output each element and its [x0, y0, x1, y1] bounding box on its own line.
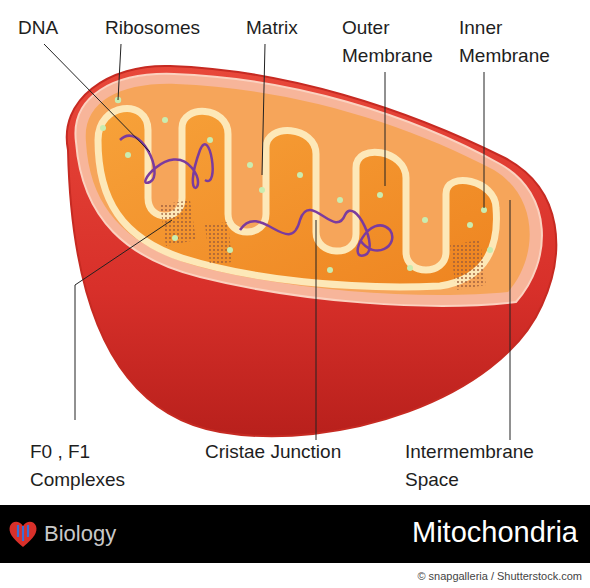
inner-membrane — [98, 108, 496, 286]
diagram-title: Mitochondria — [412, 516, 578, 549]
heart-icon — [6, 517, 40, 551]
footer-band: Biology Mitochondria — [0, 505, 590, 563]
part-label: Inner Membrane — [459, 14, 579, 70]
subject-label: Biology — [44, 521, 116, 547]
leader-lines — [44, 44, 510, 440]
ribosomes — [100, 97, 493, 273]
part-label: Intermembrane Space — [405, 438, 577, 494]
outer-body — [67, 66, 557, 436]
part-label: DNA — [18, 14, 78, 42]
part-label: F0 , F1 Complexes — [30, 438, 142, 494]
part-label: Cristae Junction — [205, 438, 395, 466]
f0-f1-complex — [205, 222, 232, 265]
intermembrane-area — [86, 84, 530, 295]
dna-strand — [120, 136, 213, 188]
f0-f1-complex — [160, 200, 196, 246]
watermark: © snapgalleria / Shutterstock.com — [300, 568, 582, 584]
part-label: Ribosomes — [105, 14, 215, 42]
f0-f1-complex — [450, 240, 486, 290]
part-label: Outer Membrane — [342, 14, 452, 70]
part-label: Matrix — [246, 14, 326, 42]
cut-face-rim — [75, 74, 542, 306]
